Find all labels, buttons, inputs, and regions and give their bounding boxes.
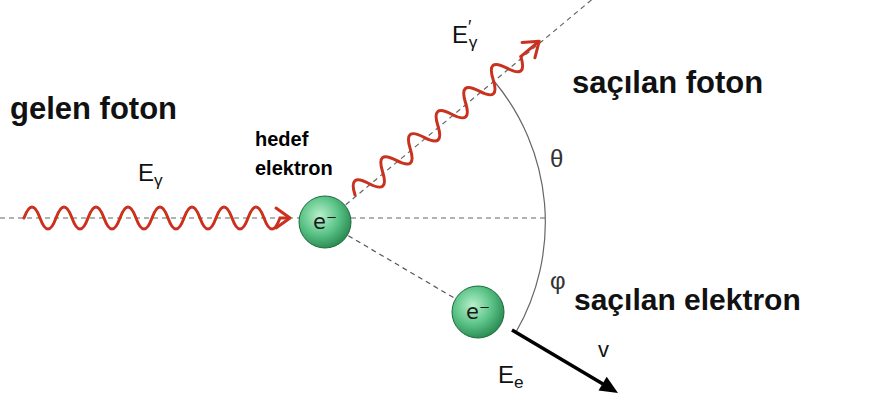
symbol-label: φ [550, 268, 566, 294]
scattered-photon [348, 33, 546, 204]
symbol-label: Ee [498, 362, 524, 388]
symbol-label: E′γ [452, 22, 477, 48]
electron-ball [452, 286, 504, 338]
caption-label: gelen foton [10, 92, 177, 126]
scattered-photon-wave [348, 34, 545, 203]
arrow-head [522, 34, 546, 58]
arrow-head [599, 377, 619, 393]
particle-symbol: e⁻ [466, 302, 490, 323]
axis-line [0, 217, 545, 218]
electron-circle: e⁻ [451, 285, 505, 339]
dashed-connector [348, 236, 454, 299]
electron-circle: hedef elektrone⁻ [298, 195, 352, 249]
velocity-arrow [512, 330, 603, 384]
angle-arc [494, 81, 545, 332]
photon-direction-line [325, 0, 595, 222]
symbol-label: v [598, 338, 609, 362]
caption-label: saçılan foton [572, 66, 763, 100]
symbol-label: Eγ [138, 160, 163, 186]
arrow-head [276, 208, 290, 228]
node-heading: hedef elektron [255, 125, 333, 183]
caption-label: saçılan elektron [574, 283, 801, 316]
electron-ball [299, 196, 351, 248]
incoming-photon-wave [24, 207, 288, 229]
symbol-label: θ [550, 146, 563, 172]
particle-symbol: e⁻ [313, 212, 337, 233]
